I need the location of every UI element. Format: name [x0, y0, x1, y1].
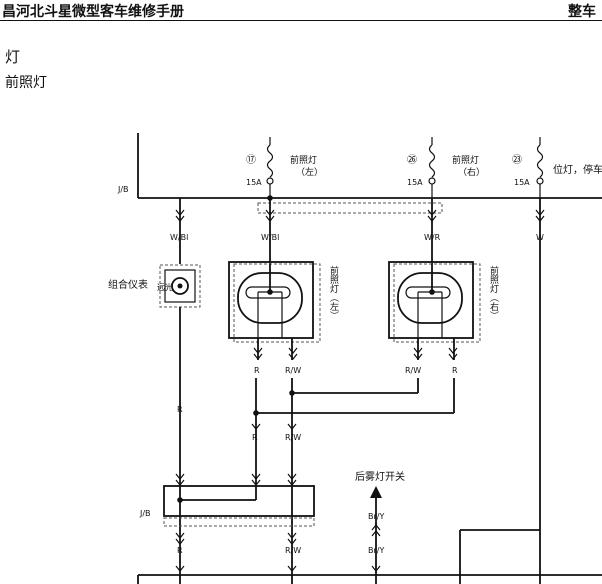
section-title: 灯: [5, 48, 21, 66]
fuse-26-number: ㉖: [407, 154, 417, 166]
wire-label-r-r1: R: [452, 366, 458, 375]
fuse-23-number: ㉓: [512, 154, 522, 166]
fuse-23: ㉓ 位灯，停车 15A: [512, 137, 602, 198]
wire-label-w: W: [536, 233, 544, 242]
fuse-26-label-1: 前照灯: [452, 154, 479, 166]
fuse-17-label-1: 前照灯: [290, 154, 317, 166]
jb-bottom-label: J/B: [139, 509, 151, 518]
wire-label-r-l2: R: [252, 433, 258, 442]
headlamp-right-label: 前照灯（右）: [488, 265, 499, 320]
wire-label-r-l1: R: [254, 366, 260, 375]
wire-label-r-left: R: [177, 405, 183, 414]
fuse-26: ㉖ 前照灯 （右） 15A: [407, 137, 485, 198]
fuse-23-label: 位灯，停车: [553, 163, 602, 176]
wire-label-bry-2: Br/Y: [368, 546, 384, 555]
instrument-cluster-indicator: 组合仪表 远光: [108, 264, 201, 308]
fuse-17-label-2: （左）: [296, 166, 323, 178]
wire-label-bry-1: Br/Y: [368, 512, 384, 521]
instrument-cluster-label: 组合仪表: [108, 278, 148, 291]
jb-top-label: J/B: [117, 185, 129, 194]
fuse-17: ⑰ 前照灯 （左） 15A: [246, 137, 323, 198]
jb-bottom-box: J/B: [139, 485, 315, 527]
wire-label-rw-bottom: R/W: [285, 546, 301, 555]
manual-title: 昌河北斗星微型客车维修手册: [2, 4, 184, 20]
fuse-26-rating: 15A: [407, 178, 423, 187]
wire-label-wbl-mid: W/Bl: [261, 233, 279, 242]
indicator-label: 远光: [157, 282, 173, 292]
fuse-23-rating: 15A: [514, 178, 530, 187]
headlamp-left-label: 前照灯（左）: [328, 265, 339, 320]
wire-label-rw-l2: R/W: [285, 433, 301, 442]
headlamp-right: 前照灯（右）: [388, 261, 499, 343]
fuse-17-rating: 15A: [246, 178, 262, 187]
headlamp-left: 前照灯（左）: [228, 261, 339, 343]
fuse-26-label-2: （右）: [458, 166, 485, 178]
jb-dashed-box: [257, 202, 443, 214]
page-header: 昌河北斗星微型客车维修手册 整车: [0, 0, 602, 21]
wire-label-rw-r1: R/W: [405, 366, 421, 375]
chapter-label: 整车: [568, 4, 596, 20]
section-subtitle: 前照灯: [5, 75, 47, 91]
rear-fog-switch-label: 后雾灯开关: [355, 470, 405, 483]
fuse-17-number: ⑰: [246, 154, 256, 166]
wire-label-wr: W/R: [424, 233, 441, 242]
wire-label-rw-l1: R/W: [285, 366, 301, 375]
wire-label-r-bottom: R: [177, 546, 183, 555]
rear-fog-switch: 后雾灯开关 Br/Y Br/Y: [355, 470, 405, 584]
wire-label-wbl-left: W/Bl: [170, 233, 188, 242]
